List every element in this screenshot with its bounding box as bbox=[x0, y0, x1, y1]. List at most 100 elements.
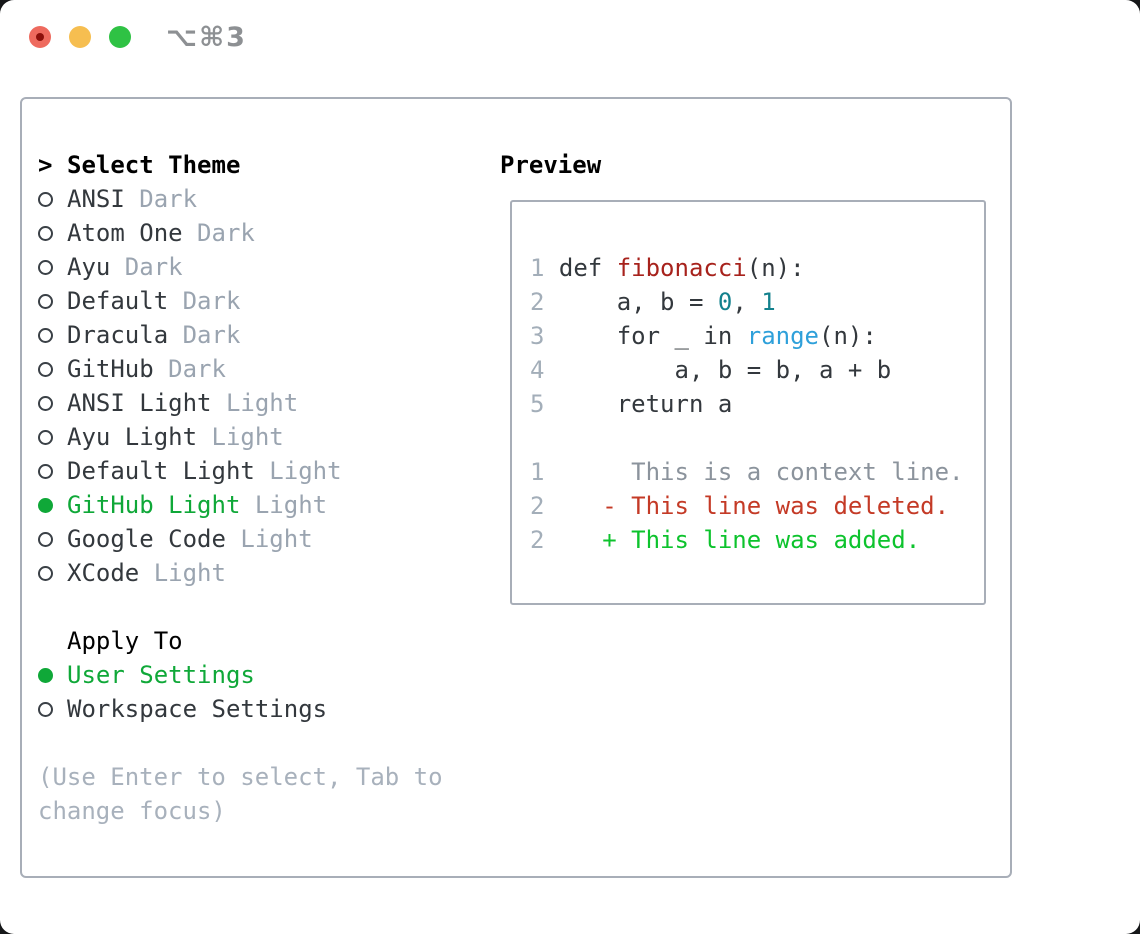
theme-item-default[interactable]: Default Dark bbox=[38, 284, 443, 318]
item-label: Default Light bbox=[67, 457, 255, 485]
variant-tag: Dark bbox=[153, 355, 226, 383]
token-plain: for _ in bbox=[558, 322, 747, 350]
select-theme-title: Select Theme bbox=[67, 151, 241, 179]
code-line bbox=[530, 421, 963, 455]
theme-item-ansi[interactable]: ANSI Dark bbox=[38, 182, 443, 216]
item-label: Default bbox=[67, 287, 169, 315]
variant-tag: Dark bbox=[168, 287, 241, 315]
token-plain: a, b = bbox=[558, 288, 718, 316]
item-label: GitHub bbox=[67, 355, 154, 383]
token-del: - This line was deleted. bbox=[558, 492, 950, 520]
radio-icon bbox=[38, 531, 53, 547]
chevron-cursor-icon: > bbox=[38, 151, 53, 179]
radio-icon bbox=[38, 395, 53, 411]
radio-icon bbox=[38, 293, 53, 309]
line-number: 2 bbox=[530, 288, 559, 316]
theme-item-ayu-light[interactable]: Ayu Light Light bbox=[38, 420, 443, 454]
radio-icon bbox=[38, 565, 53, 581]
item-label: Ayu bbox=[67, 253, 111, 281]
item-label: Google Code bbox=[67, 525, 226, 553]
code-line: 2 - This line was deleted. bbox=[530, 489, 963, 523]
token-plain: return a bbox=[558, 390, 733, 418]
apply-item-workspace-settings[interactable]: Workspace Settings bbox=[38, 692, 443, 726]
token-func: fibonacci bbox=[616, 254, 747, 282]
variant-tag: Dark bbox=[168, 321, 241, 349]
radio-icon bbox=[38, 429, 53, 445]
variant-tag: Light bbox=[211, 389, 299, 417]
close-button[interactable] bbox=[29, 26, 51, 48]
token-plain: (n): bbox=[746, 254, 805, 282]
token-plain: def bbox=[558, 254, 617, 282]
line-number: 4 bbox=[530, 356, 559, 384]
item-label: Atom One bbox=[67, 219, 183, 247]
radio-icon bbox=[38, 463, 53, 479]
token-builtin: range bbox=[746, 322, 819, 350]
variant-tag: Light bbox=[197, 423, 284, 451]
item-label: Ayu Light bbox=[67, 423, 198, 451]
theme-item-default-light[interactable]: Default Light Light bbox=[38, 454, 443, 488]
item-label: XCode bbox=[67, 559, 140, 587]
select-theme-header: > Select Theme bbox=[38, 148, 443, 182]
help-text-line1: (Use Enter to select, Tab to bbox=[38, 763, 443, 791]
token-num: 0 bbox=[717, 288, 733, 316]
token-ctx: This is a context line. bbox=[558, 458, 964, 486]
token-add: + This line was added. bbox=[558, 526, 921, 554]
radio-icon bbox=[38, 701, 53, 717]
variant-tag: Light bbox=[240, 491, 328, 519]
token-num: 1 bbox=[761, 288, 776, 316]
item-label: Dracula bbox=[67, 321, 169, 349]
theme-item-atom-one[interactable]: Atom One Dark bbox=[38, 216, 443, 250]
theme-item-google-code[interactable]: Google Code Light bbox=[38, 522, 443, 556]
preview-title: Preview bbox=[500, 151, 602, 179]
item-label: User Settings bbox=[67, 661, 255, 689]
spacer bbox=[38, 590, 443, 624]
apply-to-title: Apply To bbox=[67, 627, 183, 655]
cursor-marker: > bbox=[38, 151, 67, 179]
line-number: 3 bbox=[530, 322, 559, 350]
variant-tag: Light bbox=[139, 559, 226, 587]
code-line: 2 a, b = 0, 1 bbox=[530, 285, 963, 319]
code-line: 1 def fibonacci(n): bbox=[530, 251, 963, 285]
theme-item-github[interactable]: GitHub Dark bbox=[38, 352, 443, 386]
theme-item-ansi-light[interactable]: ANSI Light Light bbox=[38, 386, 443, 420]
apply-item-user-settings[interactable]: User Settings bbox=[38, 658, 443, 692]
line-number: 2 bbox=[530, 492, 559, 520]
zoom-button[interactable] bbox=[109, 26, 131, 48]
code-line: 1 This is a context line. bbox=[530, 455, 963, 489]
line-number bbox=[530, 424, 559, 452]
radio-icon bbox=[38, 259, 53, 275]
radio-icon bbox=[38, 191, 53, 207]
code-line: 5 return a bbox=[530, 387, 963, 421]
token-plain: a, b = b, a + b bbox=[558, 356, 892, 384]
line-number: 2 bbox=[530, 526, 559, 554]
theme-item-ayu[interactable]: Ayu Dark bbox=[38, 250, 443, 284]
radio-icon bbox=[38, 361, 53, 377]
minimize-button[interactable] bbox=[69, 26, 91, 48]
line-number: 5 bbox=[530, 390, 559, 418]
code-line: 3 for _ in range(n): bbox=[530, 319, 963, 353]
variant-tag: Dark bbox=[110, 253, 183, 281]
radio-icon bbox=[38, 225, 53, 241]
item-label: ANSI bbox=[67, 185, 125, 213]
item-label: GitHub Light bbox=[67, 491, 241, 519]
apply-to-header: Apply To bbox=[38, 624, 443, 658]
theme-item-github-light[interactable]: GitHub Light Light bbox=[38, 488, 443, 522]
radio-selected-icon bbox=[38, 667, 53, 683]
theme-item-xcode[interactable]: XCode Light bbox=[38, 556, 443, 590]
theme-item-dracula[interactable]: Dracula Dark bbox=[38, 318, 443, 352]
radio-icon bbox=[38, 327, 53, 343]
token-plain: , bbox=[732, 288, 762, 316]
variant-tag: Light bbox=[254, 457, 342, 485]
spacer bbox=[38, 726, 443, 760]
item-label: Workspace Settings bbox=[67, 695, 328, 723]
line-number: 1 bbox=[530, 458, 559, 486]
code-line: 2 + This line was added. bbox=[530, 523, 963, 557]
radio-selected-icon bbox=[38, 497, 53, 513]
token-plain: (n): bbox=[819, 322, 877, 350]
